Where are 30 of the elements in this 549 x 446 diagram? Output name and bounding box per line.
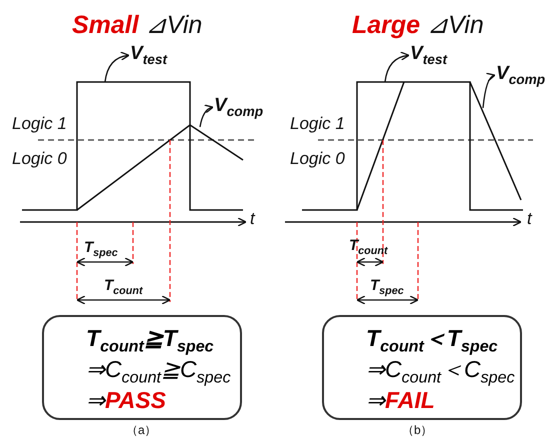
dimension-label: T$_{spec}$ <box>84 240 118 260</box>
condition-text: T$_{count}$≧T$_{spec}$ <box>86 325 215 356</box>
condition-text: T$_{count}$＜T$_{spec}$ <box>366 325 499 356</box>
panel-caption: （b） <box>402 424 433 438</box>
condition-text: ⇒C$_{count}$≧C$_{spec}$ <box>86 356 232 388</box>
result-box <box>322 315 522 420</box>
condition-text: ⇒C$_{count}$＜C$_{spec}$ <box>366 356 516 388</box>
panel-title: Small ⊿Vin <box>72 12 202 40</box>
dimension-label: T$_{spec}$ <box>370 278 404 298</box>
leader-line <box>104 52 130 82</box>
result-box <box>42 315 242 420</box>
panel-title: Large ⊿Vin <box>352 12 484 40</box>
result-text: ⇒FAIL <box>366 387 436 414</box>
signal-label: V$_{comp}$ <box>214 96 264 119</box>
signal-label: V$_{comp}$ <box>496 64 546 87</box>
logic-label: Logic 0 <box>12 150 67 169</box>
axis-label: t <box>250 210 255 229</box>
result-text: ⇒PASS <box>86 387 167 414</box>
dimension-label: T$_{count}$ <box>104 278 143 298</box>
logic-label: Logic 1 <box>290 115 345 134</box>
signal-label: V$_{test}$ <box>410 44 448 67</box>
leader-line <box>199 104 214 128</box>
logic-label: Logic 0 <box>290 150 345 169</box>
signal-label: V$_{test}$ <box>130 44 168 67</box>
leader-line <box>384 52 410 82</box>
axis-label: t <box>527 210 532 229</box>
dimension-label: T$_{count}$ <box>349 238 388 258</box>
logic-label: Logic 1 <box>12 115 67 134</box>
leader-line <box>482 74 496 108</box>
panel-caption: （a） <box>126 424 157 438</box>
